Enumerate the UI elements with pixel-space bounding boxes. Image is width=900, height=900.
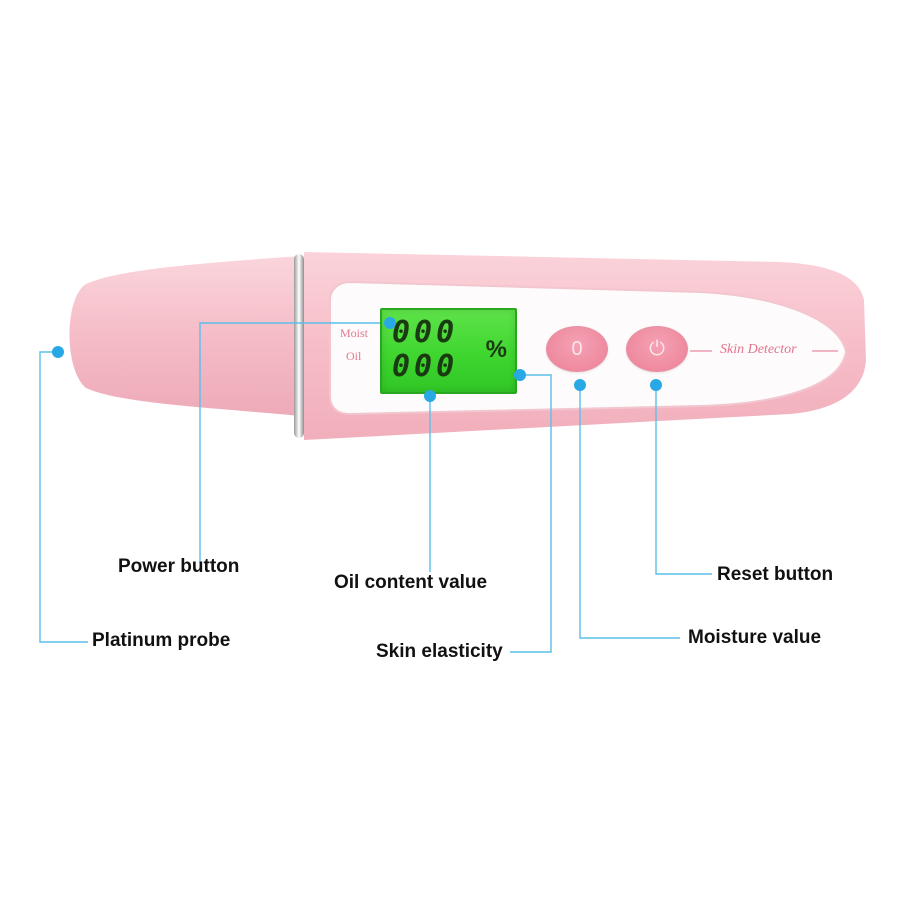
metal-ring — [294, 254, 304, 438]
reset-button[interactable]: 0 — [546, 326, 608, 372]
brand-name: Skin Detector — [720, 342, 797, 357]
oil-label: Oil — [346, 349, 362, 363]
elasticity-callout-dot-icon — [514, 369, 526, 381]
power-button[interactable]: ⏻ — [626, 326, 688, 372]
moisture-value-label: Moisture value — [688, 627, 822, 648]
oil-content-label: Oil content value — [334, 572, 488, 593]
power-icon: ⏻ — [649, 338, 665, 360]
moist-label: Moist — [340, 326, 369, 340]
power-callout-dot-icon — [384, 317, 396, 329]
oil-callout-dot-icon — [424, 390, 436, 402]
moisture-callout-dot-icon — [574, 379, 586, 391]
probe-cap — [69, 256, 300, 416]
reset-button-label: Reset button — [717, 564, 834, 585]
power-button-label: Power button — [118, 556, 240, 577]
skin-elasticity-label: Skin elasticity — [376, 641, 503, 662]
moist-reading: 000 — [392, 315, 459, 350]
percent-unit: % — [485, 336, 507, 363]
oil-reading: 000 — [392, 349, 459, 384]
reset-callout-dot-icon — [650, 379, 662, 391]
platinum-probe-label: Platinum probe — [92, 630, 231, 651]
lcd-screen: 000 000 % — [380, 308, 517, 394]
reset-glyph-icon: 0 — [571, 338, 583, 360]
callout-lines — [39, 322, 712, 653]
probe-callout-dot-icon — [52, 346, 64, 358]
